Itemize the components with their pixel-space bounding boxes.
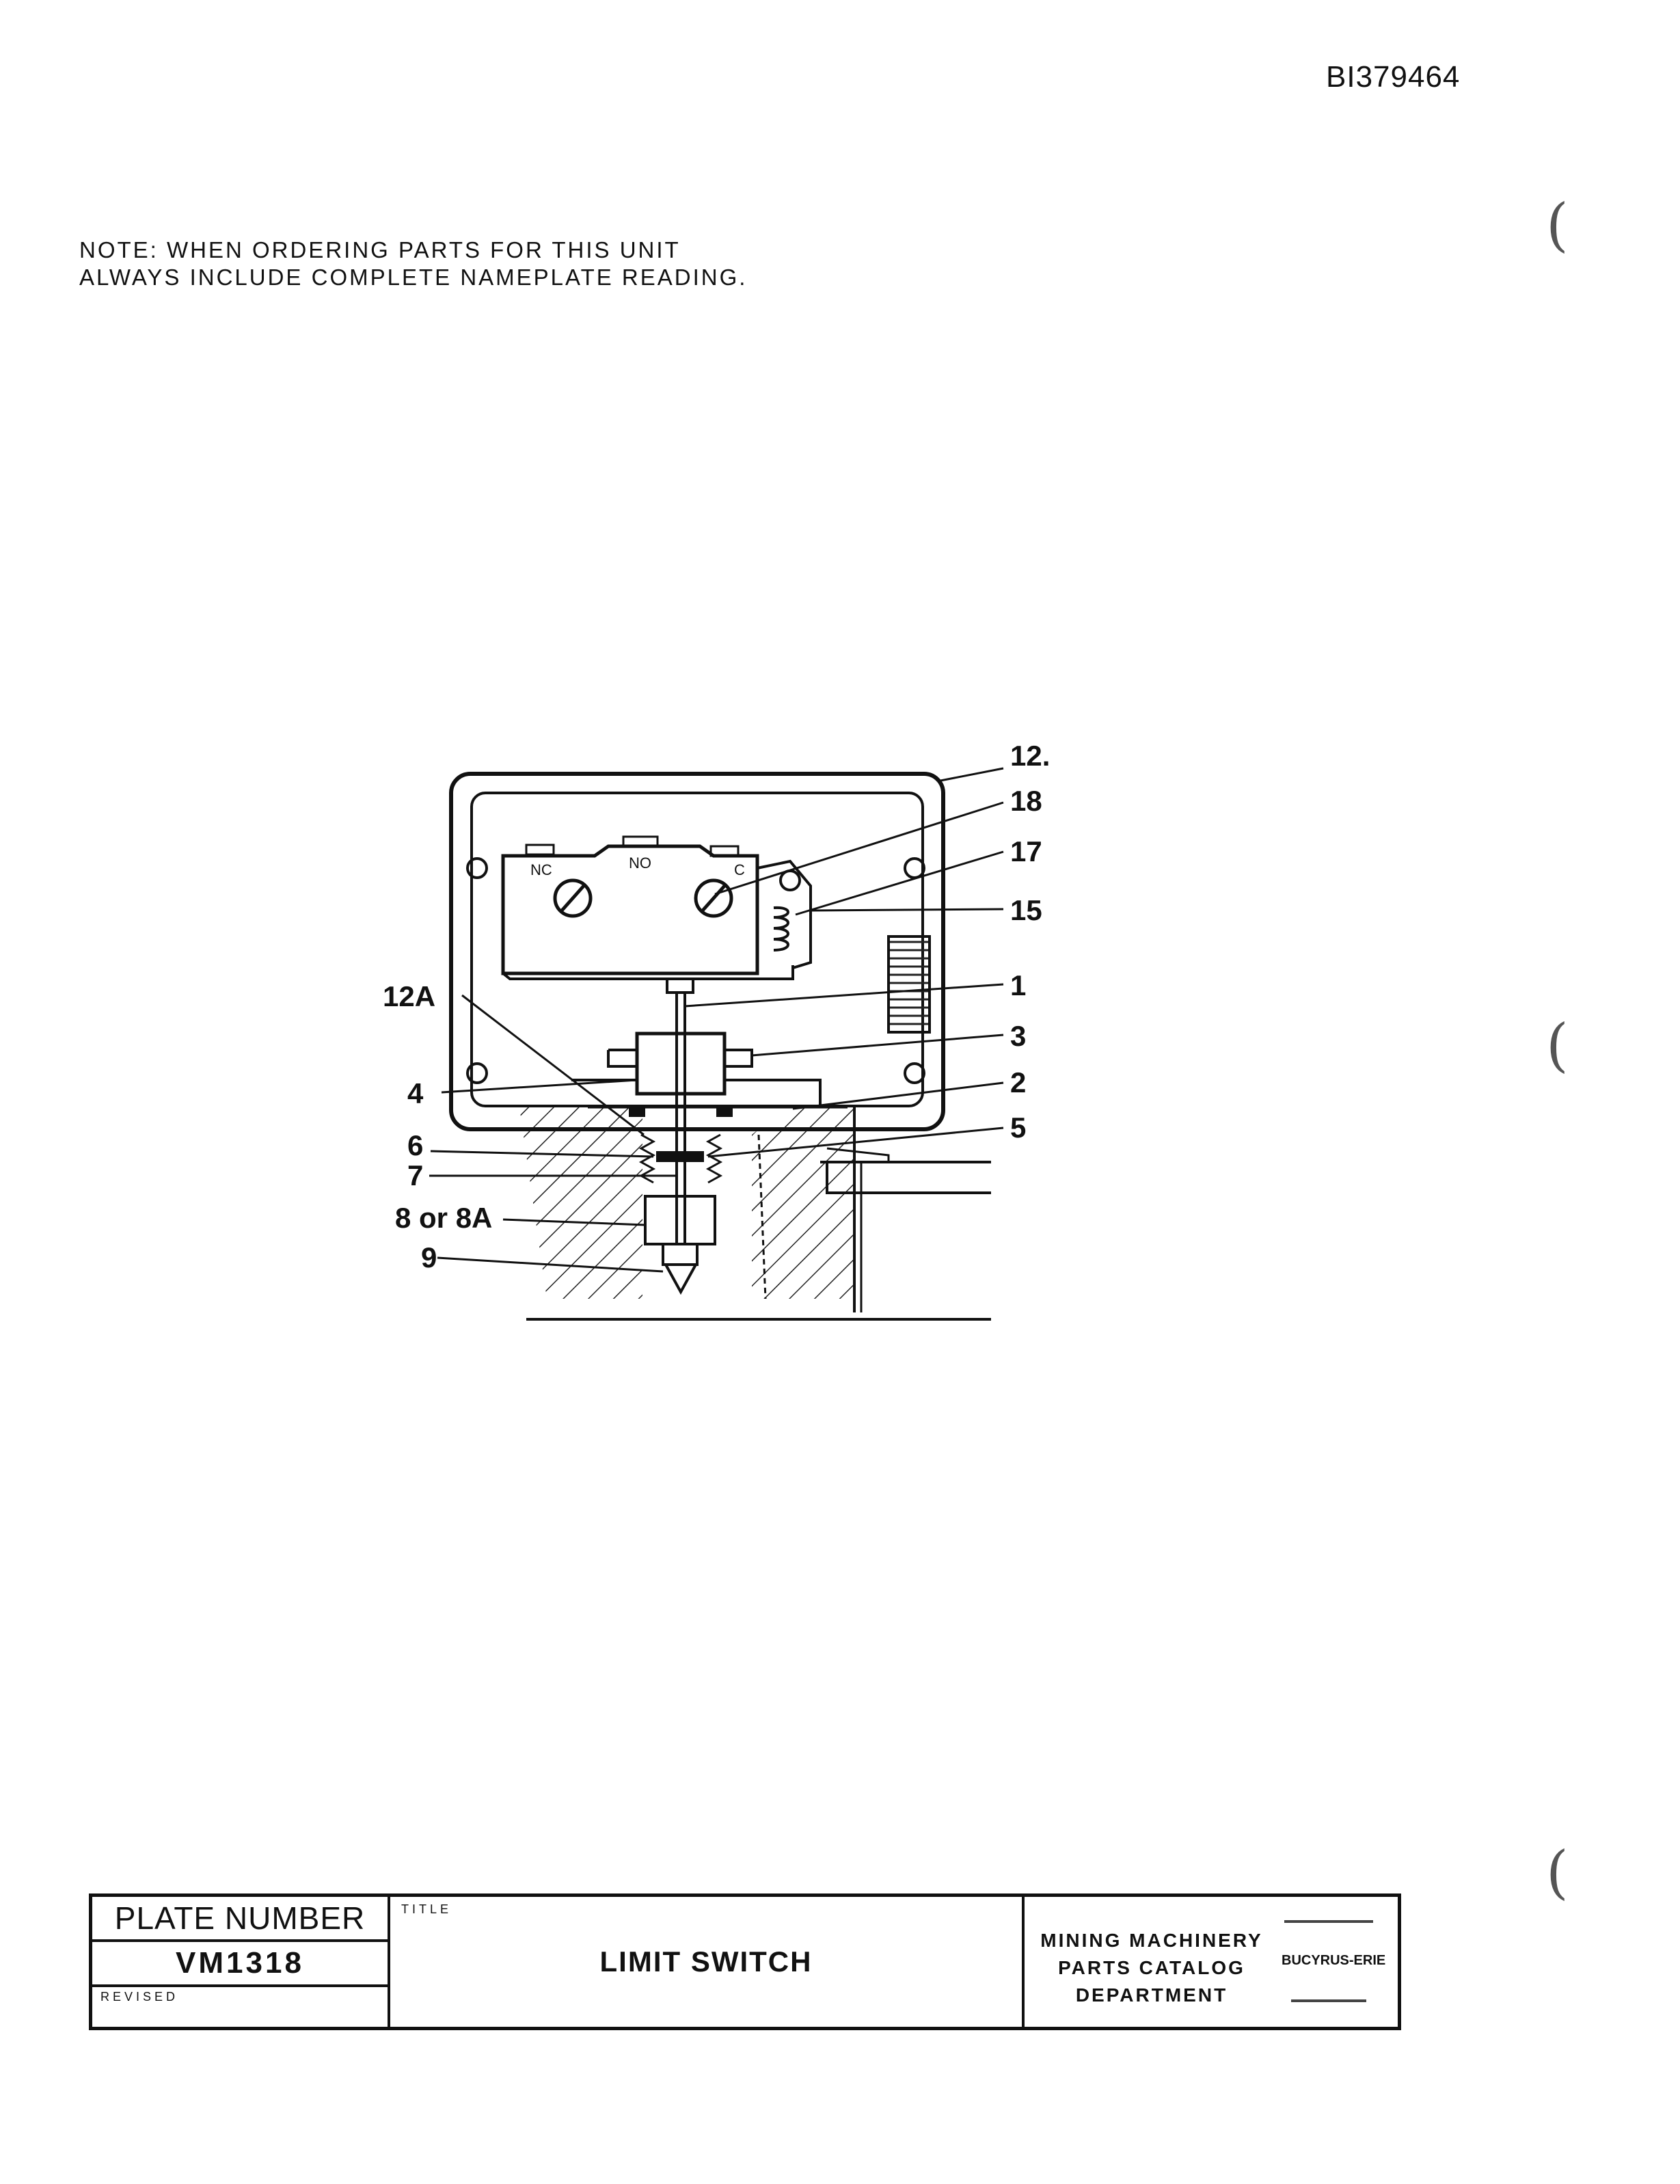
micro-switch: NC NO C (501, 835, 812, 980)
title-block: PLATE NUMBER VM1318 REVISED TITLE LIMIT … (89, 1893, 1401, 2030)
department-line-1: MINING MACHINERY (1040, 1930, 1263, 1951)
leader-lines (429, 767, 1004, 1273)
margin-mark-top: ( (1546, 191, 1569, 258)
department-name: MINING MACHINERY PARTS CATALOG DEPARTMEN… (1029, 1927, 1275, 2009)
callout-2: 2 (1010, 1066, 1026, 1098)
callout-4: 4 (407, 1077, 424, 1109)
limit-switch-diagram: NC NO C (383, 740, 1050, 1321)
callout-3: 3 (1010, 1020, 1026, 1052)
plunger-assembly (571, 978, 822, 1299)
callout-18: 18 (1010, 785, 1042, 817)
callout-labels: 12. 18 17 15 1 3 2 5 12A 4 6 7 8 or 8A 9 (383, 740, 1050, 1273)
document-title: LIMIT SWITCH (599, 1945, 813, 1978)
department-line-3: DEPARTMENT (1075, 1984, 1228, 2006)
plate-number: VM1318 (92, 1942, 388, 1987)
callout-7: 7 (407, 1159, 423, 1191)
signature-scribble-top (1284, 1920, 1373, 1923)
callout-5: 5 (1010, 1111, 1026, 1144)
callout-1: 1 (1010, 969, 1026, 1001)
title-section: TITLE LIMIT SWITCH (390, 1897, 1025, 2027)
callout-12a: 12A (383, 980, 435, 1012)
callout-17: 17 (1010, 835, 1042, 867)
plate-section: PLATE NUMBER VM1318 REVISED (92, 1897, 390, 2027)
terminal-no-label: NO (629, 854, 651, 872)
department-line-2: PARTS CATALOG (1058, 1957, 1245, 1978)
note-line-2: ALWAYS INCLUDE COMPLETE NAMEPLATE READIN… (79, 265, 748, 290)
callout-12: 12. (1010, 740, 1050, 772)
callout-6: 6 (407, 1129, 423, 1161)
document-id: BI379464 (1326, 60, 1461, 94)
plate-number-label: PLATE NUMBER (92, 1897, 388, 1942)
ordering-note: NOTE: WHEN ORDERING PARTS FOR THIS UNIT … (79, 237, 747, 291)
callout-9: 9 (421, 1241, 437, 1273)
margin-mark-middle: ( (1546, 1012, 1569, 1079)
brand-name: BUCYRUS-ERIE (1282, 1953, 1386, 1968)
terminal-c-label: C (734, 861, 745, 878)
enclosure (449, 772, 945, 1131)
signature-scribble-bottom (1291, 1999, 1366, 2002)
note-line-1: NOTE: WHEN ORDERING PARTS FOR THIS UNIT (79, 237, 681, 262)
title-label: TITLE (401, 1902, 452, 1916)
department-section: MINING MACHINERY PARTS CATALOG DEPARTMEN… (1025, 1897, 1398, 2027)
margin-mark-bottom: ( (1546, 1839, 1569, 1906)
callout-8-or-8a: 8 or 8A (395, 1202, 492, 1234)
revised-label: REVISED (100, 1990, 179, 2004)
housing-base (519, 1106, 991, 1321)
callout-15: 15 (1010, 894, 1042, 926)
terminal-nc-label: NC (530, 861, 552, 878)
